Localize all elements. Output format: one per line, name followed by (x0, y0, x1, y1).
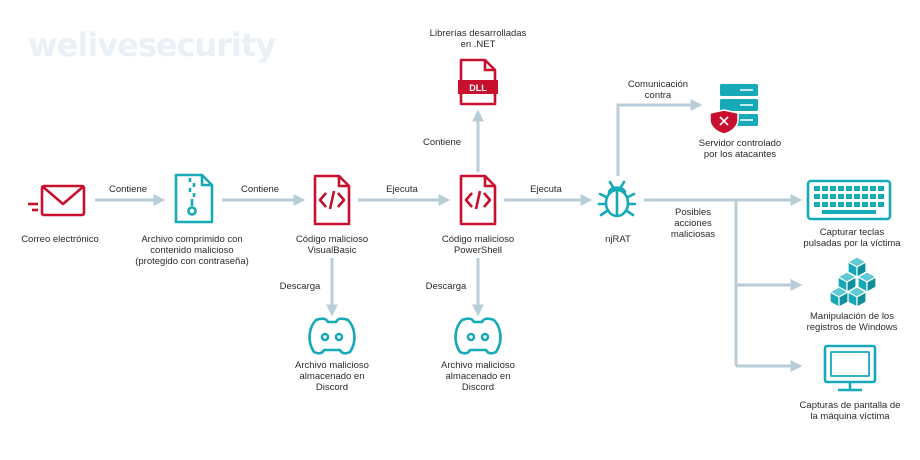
discord-icon (454, 317, 502, 355)
zip-file-icon (174, 173, 214, 224)
node-label-discord-2: Archivo malicioso almacenado en Discord (441, 360, 515, 393)
edge-label-contains-1: Contiene (108, 184, 148, 195)
edge-label-contains-2: Contiene (240, 184, 280, 195)
server-icon (709, 84, 758, 135)
edge-label-executes-2: Ejecuta (530, 184, 562, 195)
cubes-icon (828, 256, 878, 309)
svg-text:DLL: DLL (469, 83, 487, 93)
node-label-dll: Librerías desarrolladas en .NET (429, 28, 527, 50)
envelope-icon (28, 184, 86, 217)
node-label-email: Correo electrónico (21, 234, 99, 245)
node-label-server: Servidor controlado por los atacantes (698, 138, 782, 160)
node-label-vb-code: Código malicioso VisualBasic (295, 234, 369, 256)
node-label-ps-code: Código malicioso PowerShell (441, 234, 515, 256)
discord-icon (308, 317, 356, 355)
node-label-keylog: Capturar teclas pulsadas por la víctima (803, 227, 901, 249)
monitor-icon (823, 344, 877, 392)
node-label-screen: Capturas de pantalla de la máquina vícti… (799, 400, 901, 422)
node-label-archive: Archivo comprimido con contenido malicio… (135, 234, 249, 267)
node-label-registry: Manipulación de los registros de Windows (806, 311, 898, 333)
keyboard-icon (806, 179, 892, 221)
edge-label-executes-1: Ejecuta (386, 184, 418, 195)
node-label-discord-1: Archivo malicioso almacenado en Discord (295, 360, 369, 393)
edge-label-download-1: Descarga (279, 281, 321, 292)
arrow-njrat-server (616, 99, 703, 176)
edge-label-communication: Comunicación contra (627, 79, 689, 101)
bug-icon (597, 180, 637, 218)
dll-file-icon: DLL (458, 58, 498, 106)
node-label-njrat: njRAT (605, 234, 631, 245)
edge-label-contains-3: Contiene (422, 137, 462, 148)
watermark-logo: welivesecurity (28, 26, 276, 64)
edge-label-download-2: Descarga (425, 281, 467, 292)
code-file-icon (459, 174, 497, 226)
code-file-icon (313, 174, 351, 226)
edge-label-possible-actions: Posibles acciones maliciosas (670, 207, 716, 240)
